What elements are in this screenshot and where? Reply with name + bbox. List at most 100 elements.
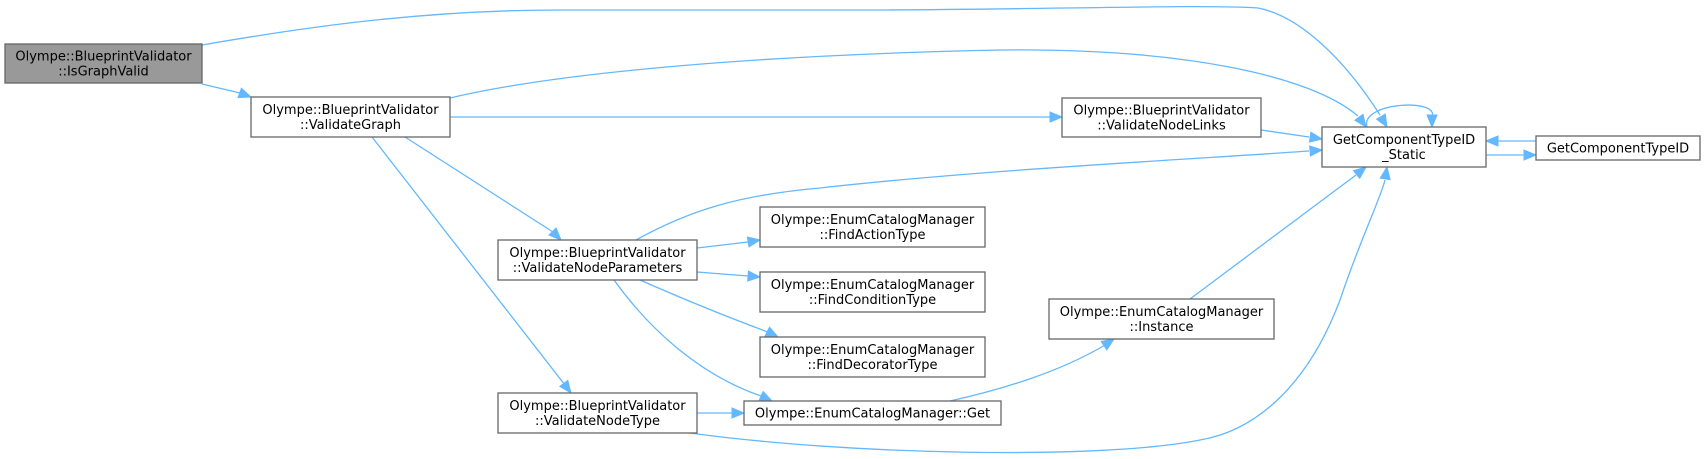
- edge-validatenodetype-to-get: [697, 407, 746, 419]
- edge-instance-to-getcomponenttypeid_static: [1189, 166, 1368, 300]
- edge-validategraph-to-validatenodeparameters: [404, 136, 562, 241]
- node-box[interactable]: [1321, 126, 1487, 168]
- node-box[interactable]: [4, 43, 203, 84]
- arrowhead-icon: [758, 390, 774, 402]
- node-box[interactable]: [1061, 97, 1262, 138]
- edge-validatenodeparameters-to-getcomponenttypeid_static: [635, 145, 1324, 241]
- edge-validategraph-to-getcomponenttypeid_static: [449, 49, 1367, 129]
- node-label-line: ::FindActionType: [820, 228, 926, 243]
- arrowhead-icon: [1484, 135, 1499, 147]
- node-label-line: Olympe::BlueprintValidator: [1073, 104, 1250, 119]
- arrowhead-icon: [1100, 338, 1116, 351]
- edge-validatenodeparameters-to-findconditiontype: [696, 270, 762, 282]
- node-box[interactable]: [1535, 135, 1701, 161]
- arrowhead-icon: [1379, 165, 1391, 181]
- node-label-line: ::FindDecoratorType: [807, 358, 937, 373]
- arrowhead-icon: [558, 379, 572, 395]
- edge-validatenodelinks-to-getcomponenttypeid_static: [1260, 129, 1324, 143]
- edge-line: [949, 344, 1106, 402]
- arrowhead-icon: [1308, 131, 1324, 143]
- arrowhead-icon: [1523, 149, 1538, 161]
- node-label-line: ::ValidateNodeType: [535, 414, 660, 429]
- edge-getcomponenttypeid_static-to-getcomponenttypeid_static: [1366, 104, 1438, 129]
- node-label-line: ::FindConditionType: [809, 293, 936, 308]
- node-label-line: Olympe::BlueprintValidator: [262, 103, 439, 118]
- arrowhead-icon: [747, 270, 762, 282]
- node-box[interactable]: [1048, 298, 1275, 340]
- arrowhead-icon: [1352, 166, 1368, 180]
- edge-line: [635, 150, 1310, 241]
- edge-line: [201, 5, 1381, 116]
- edge-validategraph-to-validatenodetype: [371, 136, 572, 395]
- edge-validatenodeparameters-to-get: [613, 279, 774, 402]
- edges-layer: [201, 5, 1538, 454]
- edge-validategraph-to-validatenodelinks: [450, 111, 1064, 123]
- edge-getcomponenttypeid_static-to-getcomponenttypeid: [1486, 149, 1538, 161]
- node-instance[interactable]: Olympe::EnumCatalogManager::Instance: [1048, 298, 1275, 340]
- node-validatenodeparameters[interactable]: Olympe::BlueprintValidator::ValidateNode…: [497, 239, 698, 281]
- node-label-line: Olympe::BlueprintValidator: [15, 50, 192, 65]
- node-label-line: Olympe::EnumCatalogManager: [771, 278, 975, 293]
- node-validatenodelinks[interactable]: Olympe::BlueprintValidator::ValidateNode…: [1061, 97, 1262, 138]
- node-box[interactable]: [759, 271, 986, 313]
- edge-line: [696, 271, 749, 277]
- arrowhead-icon: [548, 227, 562, 241]
- node-label-line: ::ValidateNodeLinks: [1097, 119, 1226, 134]
- arrowhead-icon: [1426, 114, 1438, 129]
- arrowhead-icon: [1353, 113, 1367, 129]
- nodes-layer: Olympe::BlueprintValidator::IsGraphValid…: [4, 43, 1701, 434]
- node-label-line: Olympe::EnumCatalogManager: [771, 343, 975, 358]
- node-box[interactable]: [743, 400, 1002, 426]
- node-label-line: Olympe::EnumCatalogManager: [771, 213, 975, 228]
- arrowhead-icon: [1309, 145, 1324, 157]
- node-getcomponenttypeid_static[interactable]: GetComponentTypeID_Static: [1321, 126, 1487, 168]
- node-isgraphvalid[interactable]: Olympe::BlueprintValidator::IsGraphValid: [4, 43, 203, 84]
- edge-line: [613, 279, 762, 397]
- node-label-line: ::Instance: [1129, 320, 1193, 335]
- node-label-line: ::ValidateGraph: [300, 118, 401, 133]
- edge-getcomponenttypeid-to-getcomponenttypeid_static: [1484, 135, 1536, 147]
- node-label-line: Olympe::BlueprintValidator: [509, 399, 686, 414]
- node-label-line: Olympe::BlueprintValidator: [509, 246, 686, 261]
- edge-line: [696, 241, 749, 249]
- edge-validatenodeparameters-to-finddecoratortype: [639, 279, 780, 338]
- node-label-line: GetComponentTypeID: [1547, 142, 1689, 157]
- edge-isgraphvalid-to-validategraph: [201, 83, 253, 99]
- node-label-line: ::IsGraphValid: [58, 65, 149, 80]
- edge-line: [404, 136, 554, 233]
- arrowhead-icon: [237, 87, 253, 99]
- node-findconditiontype[interactable]: Olympe::EnumCatalogManager::FindConditio…: [759, 271, 986, 313]
- edge-line: [689, 179, 1386, 454]
- node-label-line: GetComponentTypeID: [1333, 133, 1475, 148]
- node-label-line: ::ValidateNodeParameters: [513, 261, 683, 276]
- node-box[interactable]: [497, 392, 698, 434]
- node-box[interactable]: [759, 206, 986, 248]
- arrowhead-icon: [1049, 111, 1064, 123]
- edge-validatenodetype-to-getcomponenttypeid_static: [689, 165, 1391, 454]
- arrowhead-icon: [1375, 113, 1388, 129]
- node-box[interactable]: [759, 336, 986, 378]
- arrowhead-icon: [731, 407, 746, 419]
- edge-line: [1260, 129, 1310, 138]
- node-getcomponenttypeid[interactable]: GetComponentTypeID: [1535, 135, 1701, 161]
- arrowhead-icon: [764, 326, 780, 338]
- edge-isgraphvalid-to-getcomponenttypeid_static: [201, 5, 1388, 129]
- arrowhead-icon: [746, 236, 762, 248]
- edge-line: [1366, 104, 1433, 128]
- node-validatenodetype[interactable]: Olympe::BlueprintValidator::ValidateNode…: [497, 392, 698, 434]
- node-label-line: Olympe::EnumCatalogManager::Get: [755, 407, 990, 422]
- node-findactiontype[interactable]: Olympe::EnumCatalogManager::FindActionTy…: [759, 206, 986, 248]
- node-validategraph[interactable]: Olympe::BlueprintValidator::ValidateGrap…: [250, 96, 451, 138]
- node-finddecoratortype[interactable]: Olympe::EnumCatalogManager::FindDecorato…: [759, 336, 986, 378]
- node-box[interactable]: [250, 96, 451, 138]
- edge-line: [449, 49, 1359, 117]
- node-box[interactable]: [497, 239, 698, 281]
- edge-line: [1189, 174, 1357, 300]
- node-label-line: _Static: [1381, 148, 1426, 163]
- edge-line: [639, 279, 769, 333]
- edge-line: [201, 83, 241, 94]
- node-get[interactable]: Olympe::EnumCatalogManager::Get: [743, 400, 1002, 426]
- edge-validatenodeparameters-to-findactiontype: [696, 236, 762, 249]
- node-label-line: Olympe::EnumCatalogManager: [1060, 305, 1264, 320]
